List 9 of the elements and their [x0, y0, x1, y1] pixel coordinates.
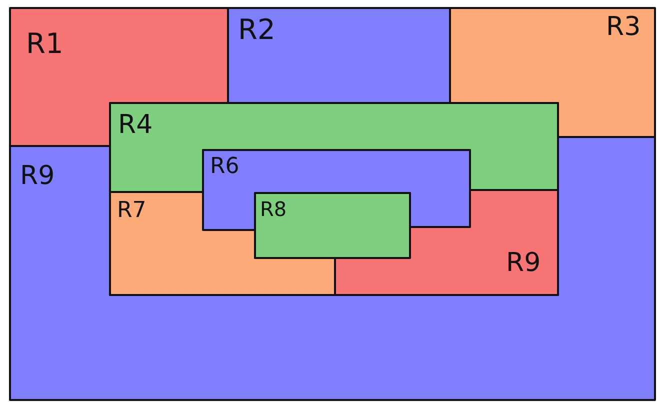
region-label: R1: [26, 30, 64, 58]
region-label: R2: [238, 16, 276, 44]
region-label: R6: [210, 156, 240, 178]
region-label: R9: [506, 250, 541, 276]
region-label: R3: [606, 14, 641, 40]
region-label: R9: [20, 163, 55, 189]
region-label: R8: [260, 199, 287, 219]
region-label: R7: [117, 200, 146, 222]
region-label: R4: [118, 112, 153, 138]
